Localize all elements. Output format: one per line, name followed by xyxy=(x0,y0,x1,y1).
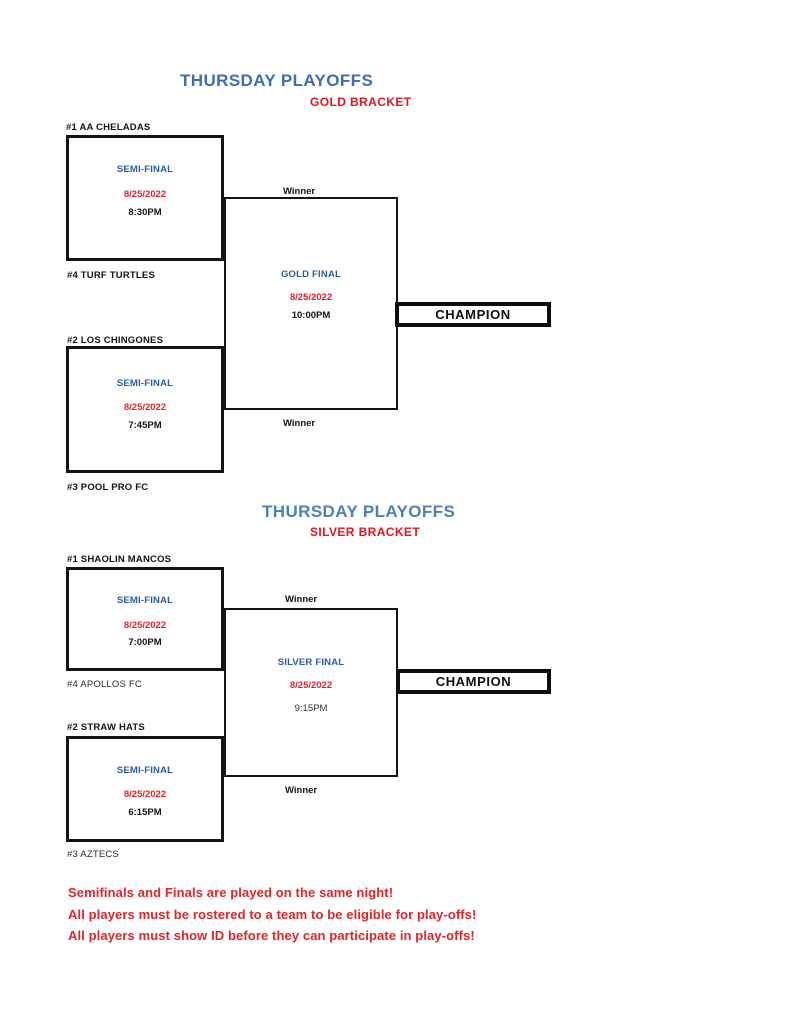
silver-semi1-box: SEMI-FINAL 8/25/2022 7:00PM xyxy=(66,567,224,671)
gold-semi1-title: SEMI-FINAL xyxy=(116,164,174,175)
silver-semi1-time: 7:00PM xyxy=(128,637,162,648)
gold-semi1-date: 8/25/2022 xyxy=(123,189,167,200)
silver-seed1-label: #1 SHAOLIN MANCOS xyxy=(67,554,172,565)
gold-final-date: 8/25/2022 xyxy=(289,292,333,303)
gold-semi2-box: SEMI-FINAL 8/25/2022 7:45PM xyxy=(66,346,224,473)
gold-seed4-label: #4 TURF TURTLES xyxy=(67,270,155,281)
gold-title: THURSDAY PLAYOFFS xyxy=(180,71,374,90)
gold-semi1-box: SEMI-FINAL 8/25/2022 8:30PM xyxy=(66,135,224,261)
gold-final-time: 10:00PM xyxy=(291,310,331,321)
silver-semi2-time: 6:15PM xyxy=(128,807,162,818)
silver-champion-box: CHAMPION xyxy=(396,669,551,694)
note-same-night: Semifinals and Finals are played on the … xyxy=(68,885,394,900)
silver-winner-top-label: Winner xyxy=(285,594,318,605)
gold-seed1-label: #1 AA CHELADAS xyxy=(66,122,151,133)
gold-winner-top-label: Winner xyxy=(283,186,316,197)
gold-final-box: GOLD FINAL 8/25/2022 10:00PM xyxy=(224,197,398,410)
silver-final-time: 9:15PM xyxy=(294,703,328,714)
silver-seed4-label: #4 APOLLOS FC xyxy=(67,679,142,690)
silver-semi2-title: SEMI-FINAL xyxy=(116,765,174,776)
gold-champion-box: CHAMPION xyxy=(395,302,551,327)
gold-subtitle: GOLD BRACKET xyxy=(310,95,412,109)
silver-semi2-box: SEMI-FINAL 8/25/2022 6:15PM xyxy=(66,736,224,842)
silver-winner-bottom-label: Winner xyxy=(285,785,318,796)
gold-seed2-label: #2 LOS CHINGONES xyxy=(67,335,164,346)
note-rostered: All players must be rostered to a team t… xyxy=(68,907,477,922)
gold-winner-bottom-label: Winner xyxy=(283,418,316,429)
silver-semi2-date: 8/25/2022 xyxy=(123,789,167,800)
gold-semi2-date: 8/25/2022 xyxy=(123,402,167,413)
silver-semi1-date: 8/25/2022 xyxy=(123,620,167,631)
silver-final-date: 8/25/2022 xyxy=(289,680,333,691)
silver-subtitle: SILVER BRACKET xyxy=(310,525,421,539)
gold-final-title: GOLD FINAL xyxy=(280,269,342,280)
note-show-id: All players must show ID before they can… xyxy=(68,928,475,943)
silver-title: THURSDAY PLAYOFFS xyxy=(262,502,456,521)
gold-semi2-time: 7:45PM xyxy=(128,420,162,431)
gold-semi1-time: 8:30PM xyxy=(128,207,162,218)
gold-semi2-title: SEMI-FINAL xyxy=(116,378,174,389)
silver-seed3-label: #3 AZTECS xyxy=(67,849,119,860)
silver-seed2-label: #2 STRAW HATS xyxy=(67,722,145,733)
gold-seed3-label: #3 POOL PRO FC xyxy=(67,482,149,493)
silver-semi1-title: SEMI-FINAL xyxy=(116,595,174,606)
silver-final-title: SILVER FINAL xyxy=(277,657,345,668)
silver-final-box: SILVER FINAL 8/25/2022 9:15PM xyxy=(224,608,398,777)
